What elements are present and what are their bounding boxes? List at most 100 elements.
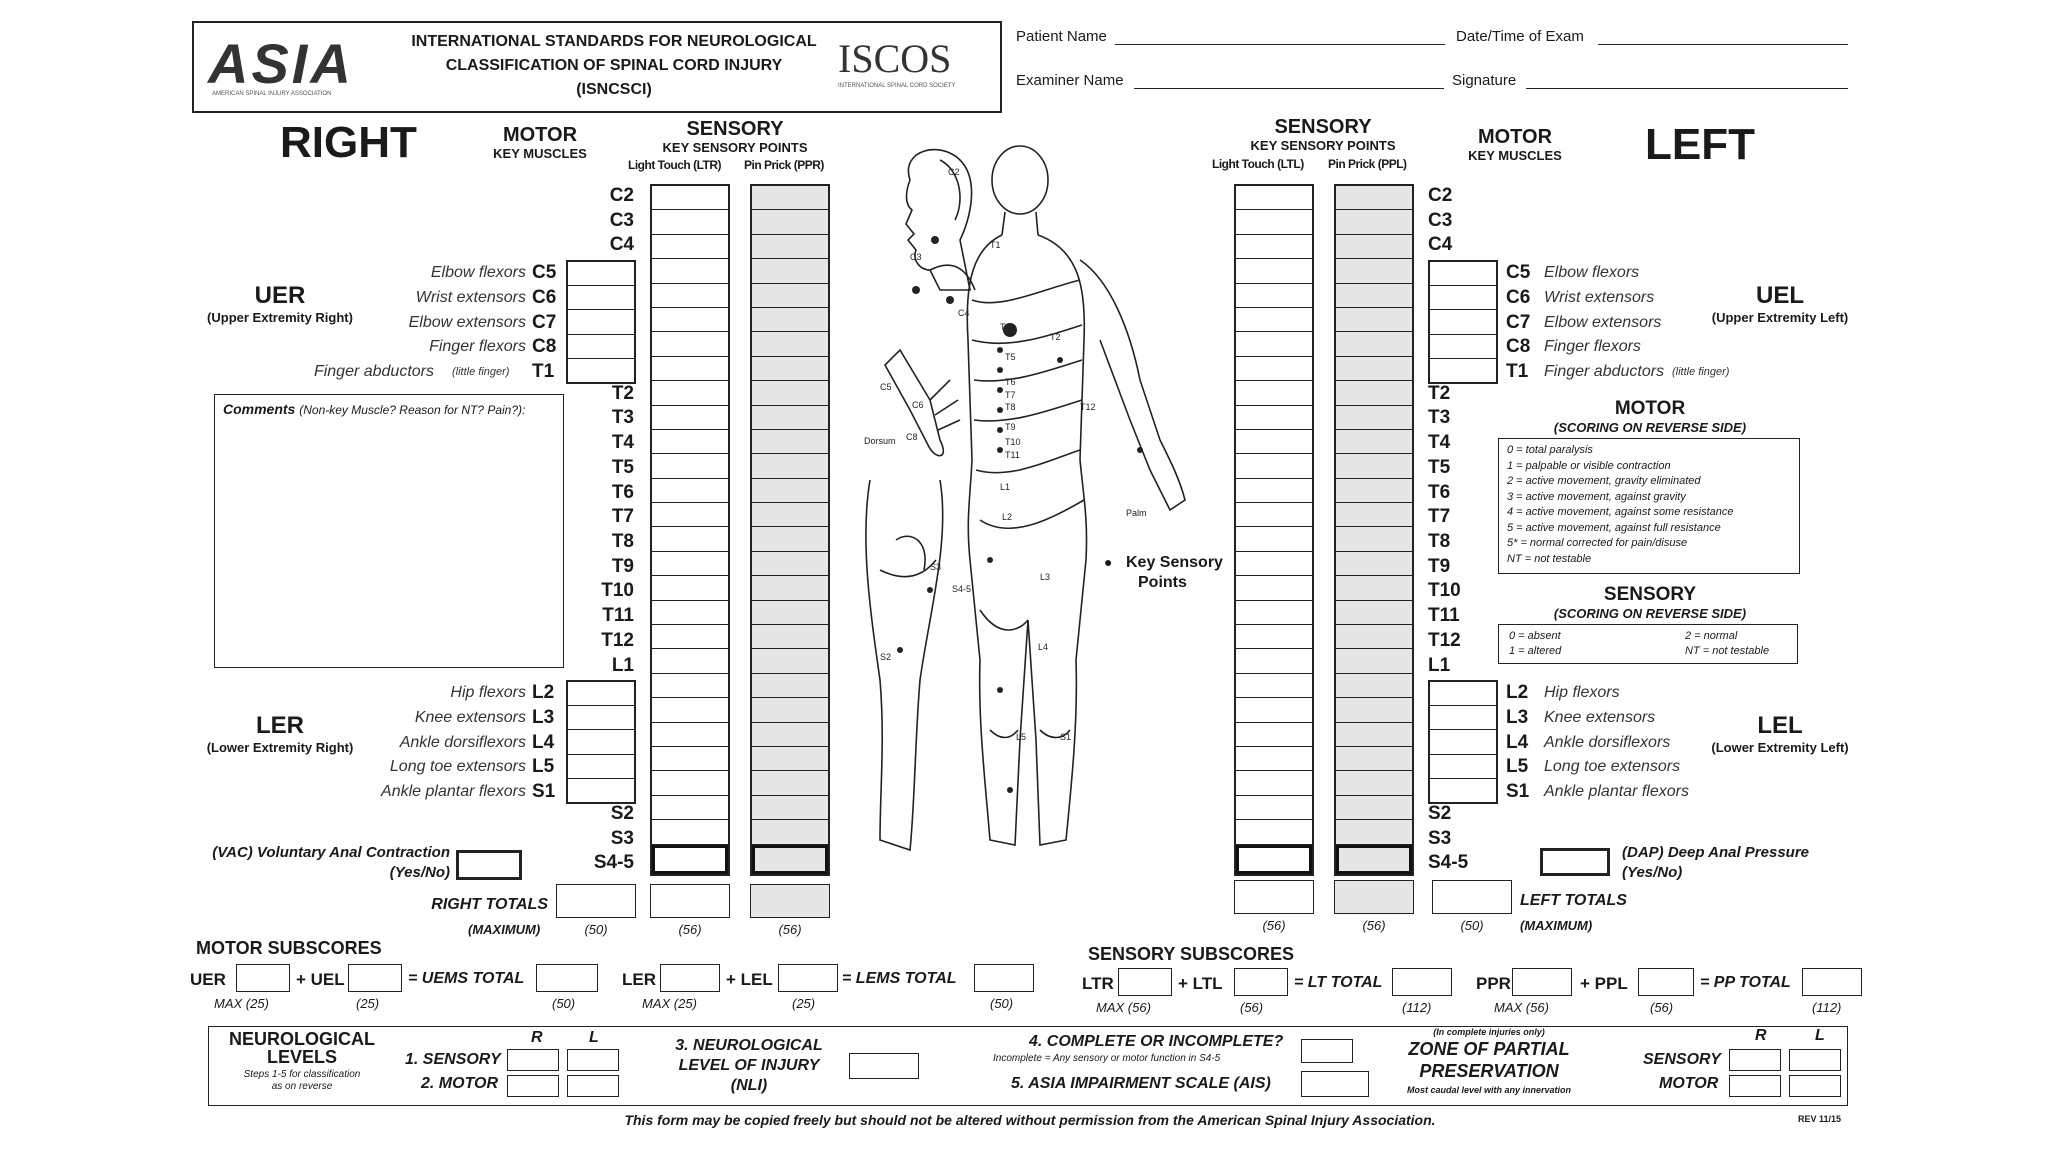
left-upper-motor-boxes[interactable] (1428, 260, 1498, 384)
ltr-cell-t1[interactable] (652, 357, 728, 382)
ppr-cell-t6[interactable] (752, 479, 828, 504)
ltl-cell-l3[interactable] (1236, 698, 1312, 723)
right-lower-motor-boxes[interactable] (566, 680, 636, 804)
ltl-cell-l1[interactable] (1236, 649, 1312, 674)
ltl-cell-c5[interactable] (1236, 259, 1312, 284)
ppl-cell-l3[interactable] (1336, 698, 1412, 723)
ppl-cell-s1[interactable] (1336, 771, 1412, 796)
ppr-cell-t2[interactable] (752, 381, 828, 406)
ltl-cell-t5[interactable] (1236, 454, 1312, 479)
left-ppl-total-box[interactable] (1334, 880, 1414, 914)
ppr-cell-s3[interactable] (752, 820, 828, 845)
ppl-cell-c3[interactable] (1336, 210, 1412, 235)
zpp-sensory-l-box[interactable] (1789, 1049, 1841, 1071)
ltl-cell-c8[interactable] (1236, 332, 1312, 357)
ltl-cell-c4[interactable] (1236, 235, 1312, 260)
ppr-cell-l1[interactable] (752, 649, 828, 674)
l-motor-upper-c7[interactable] (1430, 310, 1496, 335)
ppr-subscore-box[interactable] (1512, 968, 1572, 996)
ltl-cell-l4[interactable] (1236, 723, 1312, 747)
ltr-cell-c5[interactable] (652, 259, 728, 284)
ppr-cell-l5[interactable] (752, 747, 828, 772)
l-motor-lower-l5[interactable] (1430, 755, 1496, 779)
ppr-cell-t1[interactable] (752, 357, 828, 382)
comments-box[interactable]: Comments (Non-key Muscle? Reason for NT?… (214, 394, 564, 668)
ltr-cell-l3[interactable] (652, 698, 728, 723)
left-pin-prick-column[interactable] (1334, 184, 1414, 876)
ltl-cell-t12[interactable] (1236, 625, 1312, 650)
ppr-cell-l3[interactable] (752, 698, 828, 723)
dap-box[interactable] (1540, 848, 1610, 876)
r-motor-upper-c7[interactable] (568, 310, 634, 335)
ppl-cell-t1[interactable] (1336, 357, 1412, 382)
r-motor-upper-c5[interactable] (568, 262, 634, 287)
ppl-cell-t3[interactable] (1336, 406, 1412, 430)
r-motor-upper-c8[interactable] (568, 335, 634, 359)
uems-total-box[interactable] (536, 964, 598, 992)
ltr-cell-t7[interactable] (652, 503, 728, 528)
ltl-cell-s4-5[interactable] (1236, 844, 1312, 874)
ltl-cell-t6[interactable] (1236, 479, 1312, 504)
r-motor-upper-t1[interactable] (568, 359, 634, 382)
zpp-sensory-r-box[interactable] (1729, 1049, 1781, 1071)
ppr-cell-t3[interactable] (752, 406, 828, 430)
neuro-motor-r-box[interactable] (507, 1075, 559, 1097)
ltl-cell-s2[interactable] (1236, 796, 1312, 821)
neuro-sensory-r-box[interactable] (507, 1049, 559, 1071)
ltl-cell-l5[interactable] (1236, 747, 1312, 772)
ppr-cell-c4[interactable] (752, 235, 828, 260)
ltl-cell-t4[interactable] (1236, 430, 1312, 455)
left-light-touch-column[interactable] (1234, 184, 1314, 876)
r-motor-lower-l2[interactable] (568, 682, 634, 707)
ltr-cell-t6[interactable] (652, 479, 728, 504)
ltl-cell-t2[interactable] (1236, 381, 1312, 406)
ltr-cell-c7[interactable] (652, 308, 728, 333)
ppl-cell-c8[interactable] (1336, 332, 1412, 357)
signature-field[interactable] (1526, 88, 1848, 89)
ppl-subscore-box[interactable] (1638, 968, 1694, 996)
ppr-cell-t8[interactable] (752, 527, 828, 552)
ppl-cell-t5[interactable] (1336, 454, 1412, 479)
ppl-cell-c7[interactable] (1336, 308, 1412, 333)
ltl-cell-c3[interactable] (1236, 210, 1312, 235)
ppr-cell-t9[interactable] (752, 552, 828, 577)
complete-box[interactable] (1301, 1039, 1353, 1063)
r-motor-upper-c6[interactable] (568, 286, 634, 311)
r-motor-lower-l5[interactable] (568, 755, 634, 779)
ppr-cell-t12[interactable] (752, 625, 828, 650)
ppr-cell-t11[interactable] (752, 601, 828, 626)
ppl-cell-t8[interactable] (1336, 527, 1412, 552)
examiner-name-field[interactable] (1134, 88, 1444, 89)
r-motor-lower-l3[interactable] (568, 706, 634, 731)
r-motor-lower-s1[interactable] (568, 779, 634, 802)
ppl-cell-t10[interactable] (1336, 576, 1412, 601)
ppl-cell-l4[interactable] (1336, 723, 1412, 747)
right-light-touch-column[interactable] (650, 184, 730, 876)
ltr-cell-l4[interactable] (652, 723, 728, 747)
lt-total-box[interactable] (1392, 968, 1452, 996)
ppl-cell-t4[interactable] (1336, 430, 1412, 455)
ltl-cell-t1[interactable] (1236, 357, 1312, 382)
r-motor-lower-l4[interactable] (568, 730, 634, 755)
l-motor-lower-l2[interactable] (1430, 682, 1496, 707)
ltl-cell-t9[interactable] (1236, 552, 1312, 577)
ltl-cell-t10[interactable] (1236, 576, 1312, 601)
uel-subscore-box[interactable] (348, 964, 402, 992)
ltr-cell-s2[interactable] (652, 796, 728, 821)
ppl-cell-c4[interactable] (1336, 235, 1412, 260)
patient-name-field[interactable] (1115, 44, 1445, 45)
ltr-subscore-box[interactable] (1118, 968, 1172, 996)
ltr-cell-l1[interactable] (652, 649, 728, 674)
ltr-cell-c8[interactable] (652, 332, 728, 357)
l-motor-upper-c5[interactable] (1430, 262, 1496, 287)
ppr-cell-s1[interactable] (752, 771, 828, 796)
ltr-cell-c6[interactable] (652, 284, 728, 308)
ppl-cell-s3[interactable] (1336, 820, 1412, 845)
ppl-cell-t11[interactable] (1336, 601, 1412, 626)
ltr-cell-t2[interactable] (652, 381, 728, 406)
ppr-cell-c5[interactable] (752, 259, 828, 284)
ltl-cell-s3[interactable] (1236, 820, 1312, 845)
ppl-cell-l5[interactable] (1336, 747, 1412, 772)
ltr-cell-t12[interactable] (652, 625, 728, 650)
ppl-cell-s4-5[interactable] (1336, 844, 1412, 874)
